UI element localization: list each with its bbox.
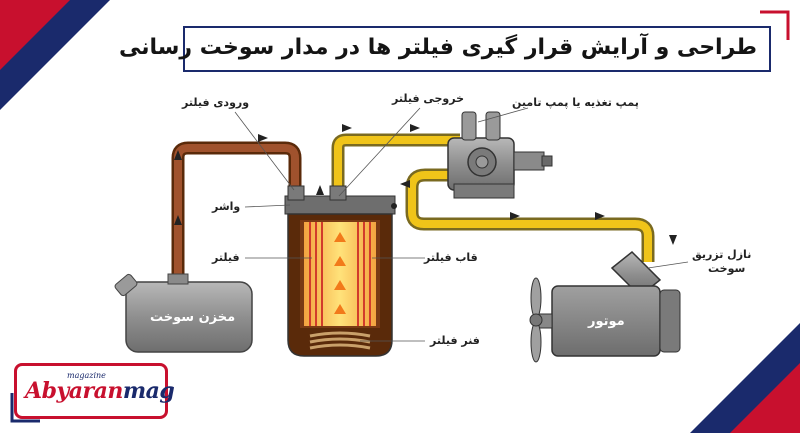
page-title: طراحی و آرایش قرار گیری فیلتر ها در مدار…	[118, 35, 757, 60]
brand-logo: magazine Abyaranmag	[14, 363, 175, 419]
label-pump: پمپ تغذیه یا پمپ تامین	[512, 96, 639, 109]
flow-arrow	[400, 180, 410, 188]
filter-inner-arrows	[334, 232, 346, 314]
flow-arrow	[174, 150, 182, 160]
label-filter-outlet: خروجی فیلتر	[392, 92, 465, 105]
engine	[529, 277, 681, 363]
label-injector-line2: سوخت	[708, 262, 746, 275]
logo-main-text: Abyaran	[25, 378, 123, 404]
filter-inlet-port	[287, 185, 305, 201]
flow-arrows	[174, 124, 677, 245]
filter-flow-arrow	[334, 232, 346, 242]
label-washer: واشر	[212, 200, 241, 213]
flow-arrow	[174, 215, 182, 225]
flow-arrow	[258, 134, 268, 142]
fuel-line-clean-outline-1	[331, 133, 460, 196]
corner-bracket-bottom-left	[10, 393, 40, 423]
fan-blade	[530, 277, 542, 319]
leader-line	[338, 107, 421, 197]
leader-line	[477, 107, 529, 123]
label-fuel-tank: مخزن سوخت	[150, 310, 236, 325]
filter-flow-arrow	[334, 280, 346, 290]
fuel-line-clean-2	[408, 171, 652, 262]
fuel-pump	[447, 111, 553, 199]
title-banner: طراحی و آرایش قرار گیری فیلتر ها در مدار…	[119, 26, 771, 72]
label-filter: فیلتر	[212, 251, 240, 264]
filter-pleats	[309, 222, 371, 326]
corner-bracket-top-right	[760, 10, 790, 40]
label-filter-spring: فنر فیلتر	[430, 334, 480, 347]
leader-line	[647, 261, 689, 269]
filter-housing	[284, 185, 397, 357]
filter-flow-arrow	[334, 304, 346, 314]
corner-top-left-red	[0, 0, 70, 70]
flow-arrow	[669, 235, 677, 245]
corner-bottom-right-red	[730, 363, 800, 433]
label-filter-inlet: ورودی فیلتر	[182, 96, 250, 109]
filter-flow-arrow	[334, 256, 346, 266]
leader-lines	[234, 107, 689, 342]
fan-blade	[530, 321, 542, 363]
fuel-tank	[114, 273, 253, 353]
fuel-line-clean-outline-2	[405, 168, 655, 262]
leader-line	[244, 204, 291, 208]
flow-arrow	[316, 185, 324, 195]
label-filter-frame: قاب فیلتر	[424, 251, 478, 264]
logo-accent-text: mag	[122, 378, 175, 404]
leader-line	[234, 111, 295, 191]
label-injector-line1: نازل تزریق	[692, 248, 752, 261]
flow-arrow	[510, 212, 520, 220]
flow-arrow	[342, 124, 352, 132]
flow-arrow	[595, 212, 605, 220]
fuel-line-clean-1	[334, 136, 460, 196]
filter-outlet-port	[329, 185, 347, 201]
logo-subtitle: magazine	[67, 371, 106, 380]
label-engine: موتور	[588, 314, 625, 329]
flow-arrow	[410, 124, 420, 132]
logo-text: Abyaranmag	[25, 378, 175, 404]
